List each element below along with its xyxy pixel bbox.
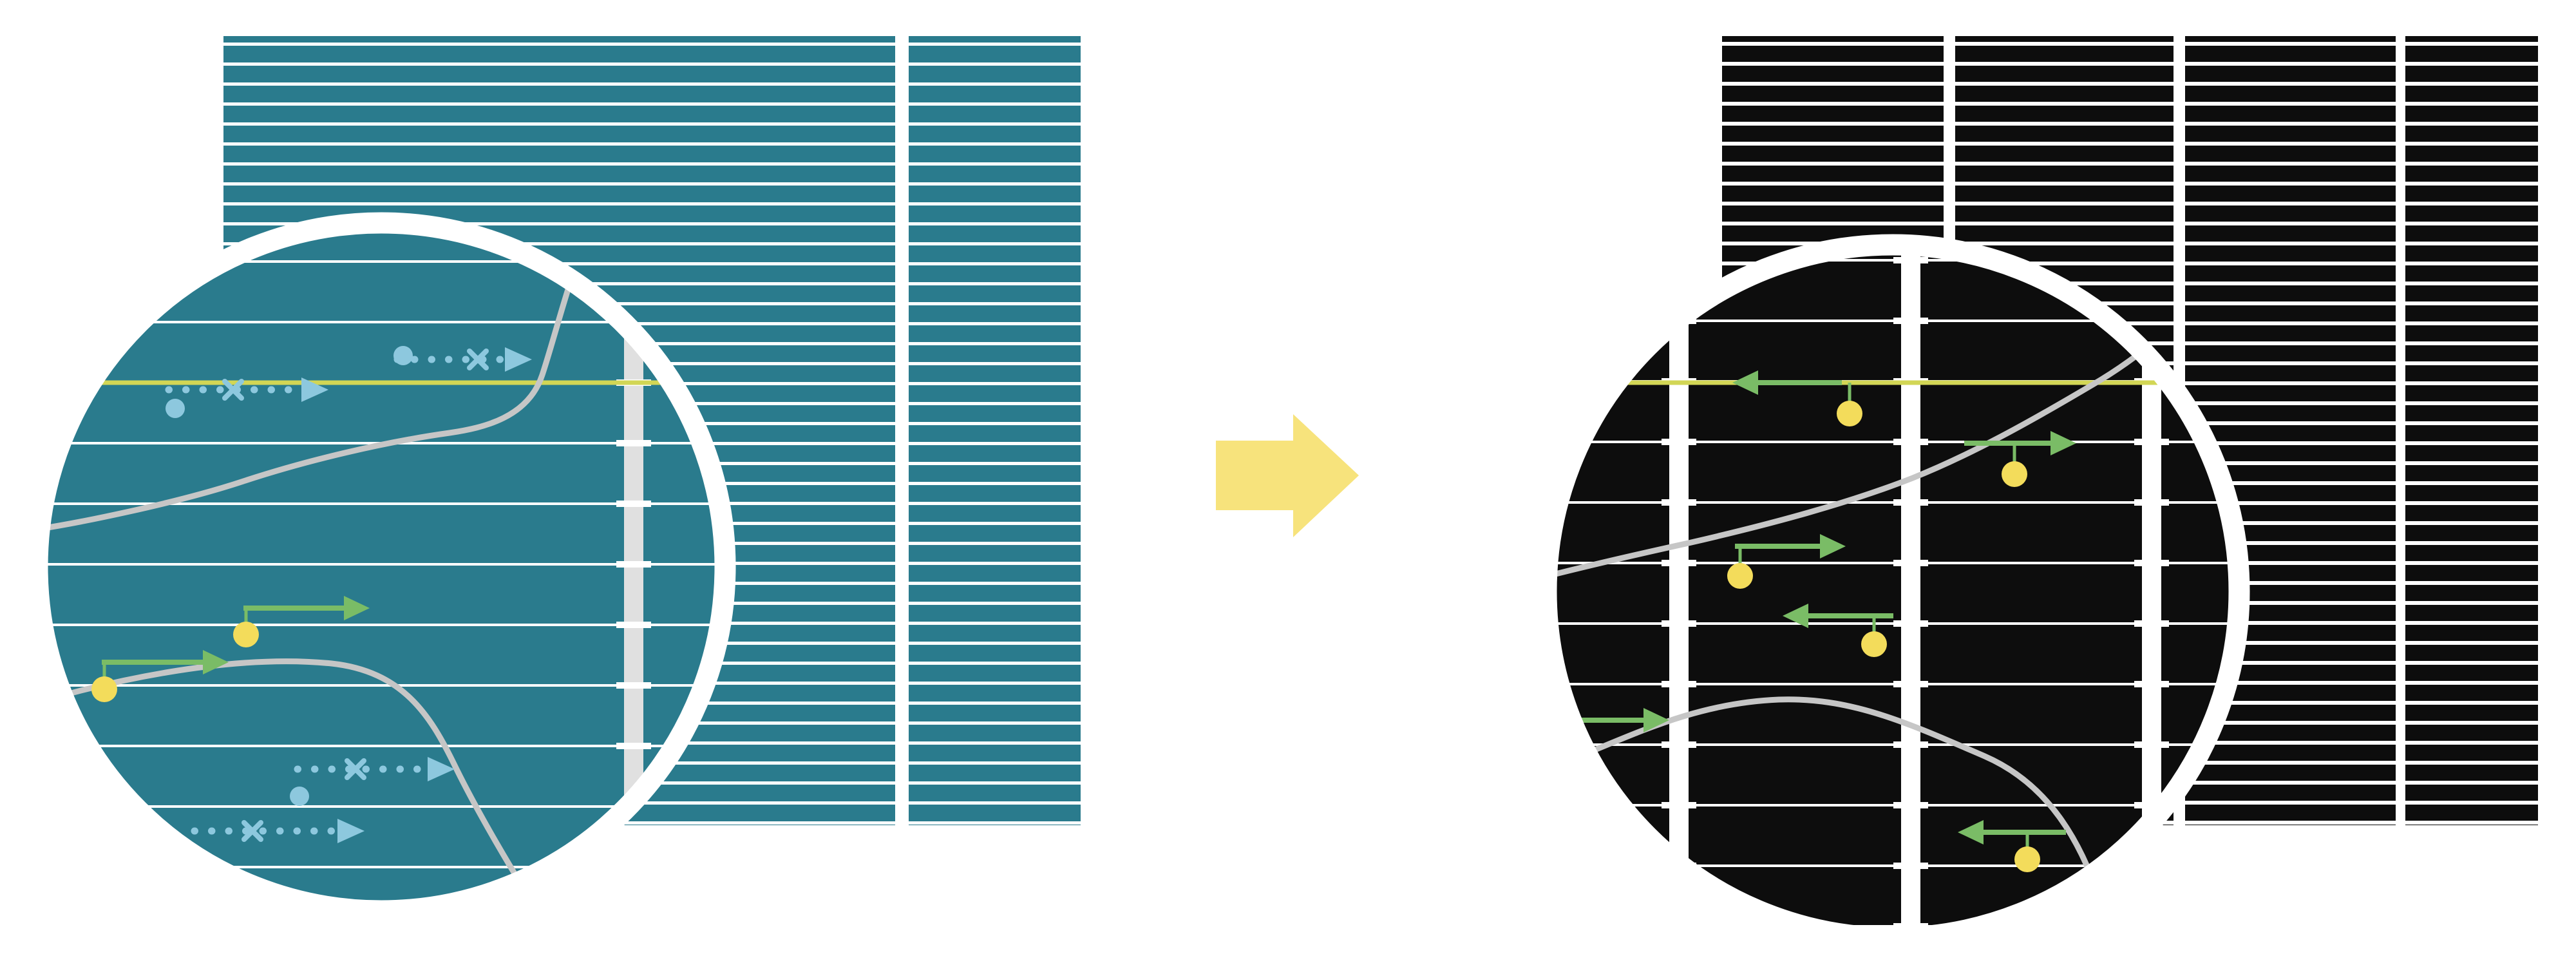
busbar [1669,245,1689,938]
arrowhead-icon [203,650,229,674]
arrowhead-icon [1643,708,1669,732]
grain-boundary [37,658,554,911]
busbar-tick [2134,620,2169,627]
busbar-tick [1893,560,1928,566]
particle-dot [2002,461,2027,487]
busbar-tick [1893,620,1928,627]
arrowhead-icon [301,377,328,402]
busbar-tick [616,561,651,568]
busbar-tick [1662,560,1696,566]
blocked-cross-icon [467,349,489,370]
busbar-tick [2134,802,2169,808]
particle-dot [1837,401,1862,426]
busbar-tick [2134,741,2169,748]
busbar-tick [1893,439,1928,445]
blocked-cross-icon [222,379,244,401]
zoom-inset-after [1535,234,2250,949]
grain-boundary [37,224,592,535]
busbar-tick [1893,863,1928,869]
gliding-dislocation-arrow [1958,820,2066,872]
blocked-dislocation-arrow [165,377,328,418]
busbar-tick [616,622,651,628]
arrowhead-icon [2050,431,2076,455]
busbar-tick [616,440,651,446]
gliding-dislocation-arrow [1732,370,1862,426]
blocked-cross-icon [242,820,263,842]
busbar-tick [2134,863,2169,869]
gliding-dislocation-arrow [1783,604,1893,657]
blocked-dislocation-arrow [393,346,532,372]
particle-dot [91,676,117,702]
busbar [624,338,643,911]
busbar-tick [1662,741,1696,748]
busbar-tick [616,682,651,689]
particle-dot [1727,563,1753,589]
particle-dot [1861,631,1887,657]
busbar-tick [1893,923,1928,930]
grain-boundary [1546,323,2176,580]
busbar-tick [1893,741,1928,748]
busbar-tick [2134,681,2169,687]
busbar-tick [616,864,651,870]
busbar-tick [1662,499,1696,506]
busbar-tick [1662,257,1696,263]
panel-after-right [2405,36,2538,825]
gliding-dislocation-arrow [91,650,229,702]
busbar-tick [1893,318,1928,324]
blocked-cross-icon [345,758,366,780]
arrowhead-icon [1958,820,1984,845]
particle-dot [290,787,309,806]
after-zoom-ring [1535,234,2250,949]
busbar-tick [1893,681,1928,687]
gliding-dislocation-arrow [1727,534,1846,589]
busbar-tick [1662,439,1696,445]
busbar-tick [1893,499,1928,506]
busbar-tick [1662,802,1696,808]
arrowhead-icon [1732,370,1758,395]
arrowhead-icon [505,347,532,372]
panel-before-right [909,36,1081,825]
before-zoom-background [37,223,725,911]
blocked-dislocation-arrow [290,757,455,806]
particle-dot [2014,846,2040,872]
busbar-tick [616,743,651,749]
busbar-tick [1893,257,1928,263]
before-zoom-ring [26,212,736,922]
gliding-dislocation-arrow [233,596,370,647]
particle-dot [233,622,259,647]
busbar-tick [1662,923,1696,930]
busbar-tick [2134,499,2169,506]
after-zoom-background [1546,245,2239,938]
arrowhead-icon [1820,534,1846,559]
transition-arrow-icon [1216,414,1359,537]
busbar [1901,245,1920,938]
busbar-tick [2134,439,2169,445]
arrowhead-icon [428,757,455,781]
arrowhead-icon [344,596,370,620]
particle-dot [393,346,413,365]
zoom-inset-before [26,212,736,922]
busbar-tick [616,501,651,507]
busbar-tick [2134,560,2169,566]
busbar-tick [2134,923,2169,930]
busbar-tick [1662,681,1696,687]
arrowhead-icon [337,819,365,843]
busbar-tick [1893,802,1928,808]
gliding-dislocation-arrow [1964,431,2076,487]
busbar-tick [1662,620,1696,627]
particle-dot [166,399,185,418]
arrowhead-icon [1783,604,1808,628]
